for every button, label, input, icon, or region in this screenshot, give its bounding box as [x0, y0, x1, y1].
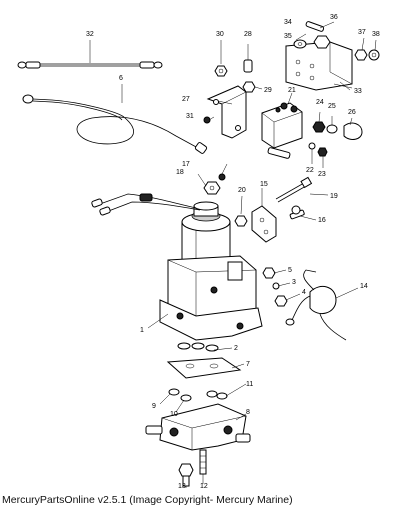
part-7-plate: [166, 357, 242, 379]
callout-22: 22: [306, 167, 314, 174]
part-35-washer: [293, 39, 307, 49]
callout-38: 38: [372, 31, 380, 38]
callout-7: 7: [246, 361, 250, 368]
exploded-parts-diagram: 32 6 30 28 34 36 35 37 38 33 29 27 31 21…: [17, 14, 380, 490]
callout-35: 35: [284, 33, 292, 40]
callout-11: 11: [246, 381, 253, 388]
part-26-boot: [343, 122, 363, 140]
part-19-bolt: [275, 176, 313, 203]
callout-31: 31: [186, 113, 194, 120]
callout-28: 28: [244, 31, 252, 38]
callout-32: 32: [86, 31, 94, 38]
callout-17: 17: [182, 161, 190, 168]
part-38-cap: [368, 49, 380, 61]
callout-25: 25: [328, 103, 336, 110]
part-29-nut: [242, 81, 256, 93]
part-20-nut: [234, 215, 248, 227]
part-34-bolt: [305, 21, 325, 32]
part-16-bolt: [289, 205, 305, 220]
copyright-caption: MercuryPartsOnline v2.5.1 (Image Copyrig…: [2, 494, 293, 506]
callout-33: 33: [354, 88, 362, 95]
callout-20: 20: [238, 187, 246, 194]
callout-5: 5: [288, 267, 292, 274]
part-14-switch: [285, 269, 347, 341]
motor-pump-assembly: [91, 193, 263, 341]
callout-29: 29: [264, 87, 272, 94]
part-30-nut: [214, 40, 228, 77]
part-25-washer: [326, 124, 338, 134]
part-21-solenoid: [261, 92, 303, 149]
part-27-bracket: [206, 85, 247, 139]
part-10-washer: [180, 394, 192, 402]
callout-26: 26: [348, 109, 356, 116]
part-37-nut: [354, 49, 368, 61]
part-21-screw: [267, 147, 291, 159]
callout-34: 34: [284, 19, 292, 26]
callout-9: 9: [152, 403, 156, 410]
callout-8: 8: [246, 409, 250, 416]
callout-14: 14: [360, 283, 368, 290]
callout-37: 37: [358, 29, 366, 36]
part-23-nut: [317, 147, 328, 157]
callout-24: 24: [316, 99, 324, 106]
part-32-ground-cable: [17, 40, 163, 69]
part-11-washer: [206, 390, 228, 400]
callout-6: 6: [119, 75, 123, 82]
callout-27: 27: [182, 96, 190, 103]
part-9-washer: [168, 388, 180, 396]
part-2-orings: [177, 342, 219, 352]
callout-15: 15: [260, 181, 268, 188]
callout-13: 13: [178, 483, 186, 490]
callout-19: 19: [330, 193, 338, 200]
part-15-plate: [251, 205, 277, 243]
callout-1: 1: [140, 327, 144, 334]
part-6-harness-cable: [22, 84, 208, 154]
part-28-stud: [243, 44, 253, 73]
callout-numbers: 32 6 30 28 34 36 35 37 38 33 29 27 31 21…: [86, 14, 380, 490]
leader-lines: [147, 21, 377, 488]
part-8-manifold: [145, 403, 251, 451]
part-18-nut: [203, 181, 221, 195]
callout-12: 12: [200, 483, 208, 490]
part-36-nut: [313, 35, 331, 49]
callout-10: 10: [170, 411, 178, 418]
callout-36: 36: [330, 14, 338, 21]
callout-21: 21: [288, 87, 296, 94]
part-33-mount-bracket: [285, 41, 353, 91]
callout-23: 23: [318, 171, 326, 178]
part-17-screw: [218, 173, 226, 181]
callout-30: 30: [216, 31, 224, 38]
part-12-fitting: [199, 449, 207, 475]
part-5-screw: [262, 267, 276, 279]
part-24-nut: [312, 121, 326, 133]
part-4-washer: [274, 295, 288, 307]
callout-3: 3: [292, 279, 296, 286]
part-22-washer: [308, 142, 316, 150]
callout-16: 16: [318, 217, 326, 224]
part-31-screw: [203, 116, 211, 124]
callout-4: 4: [302, 289, 306, 296]
callout-2: 2: [234, 345, 238, 352]
callout-18: 18: [176, 169, 184, 176]
